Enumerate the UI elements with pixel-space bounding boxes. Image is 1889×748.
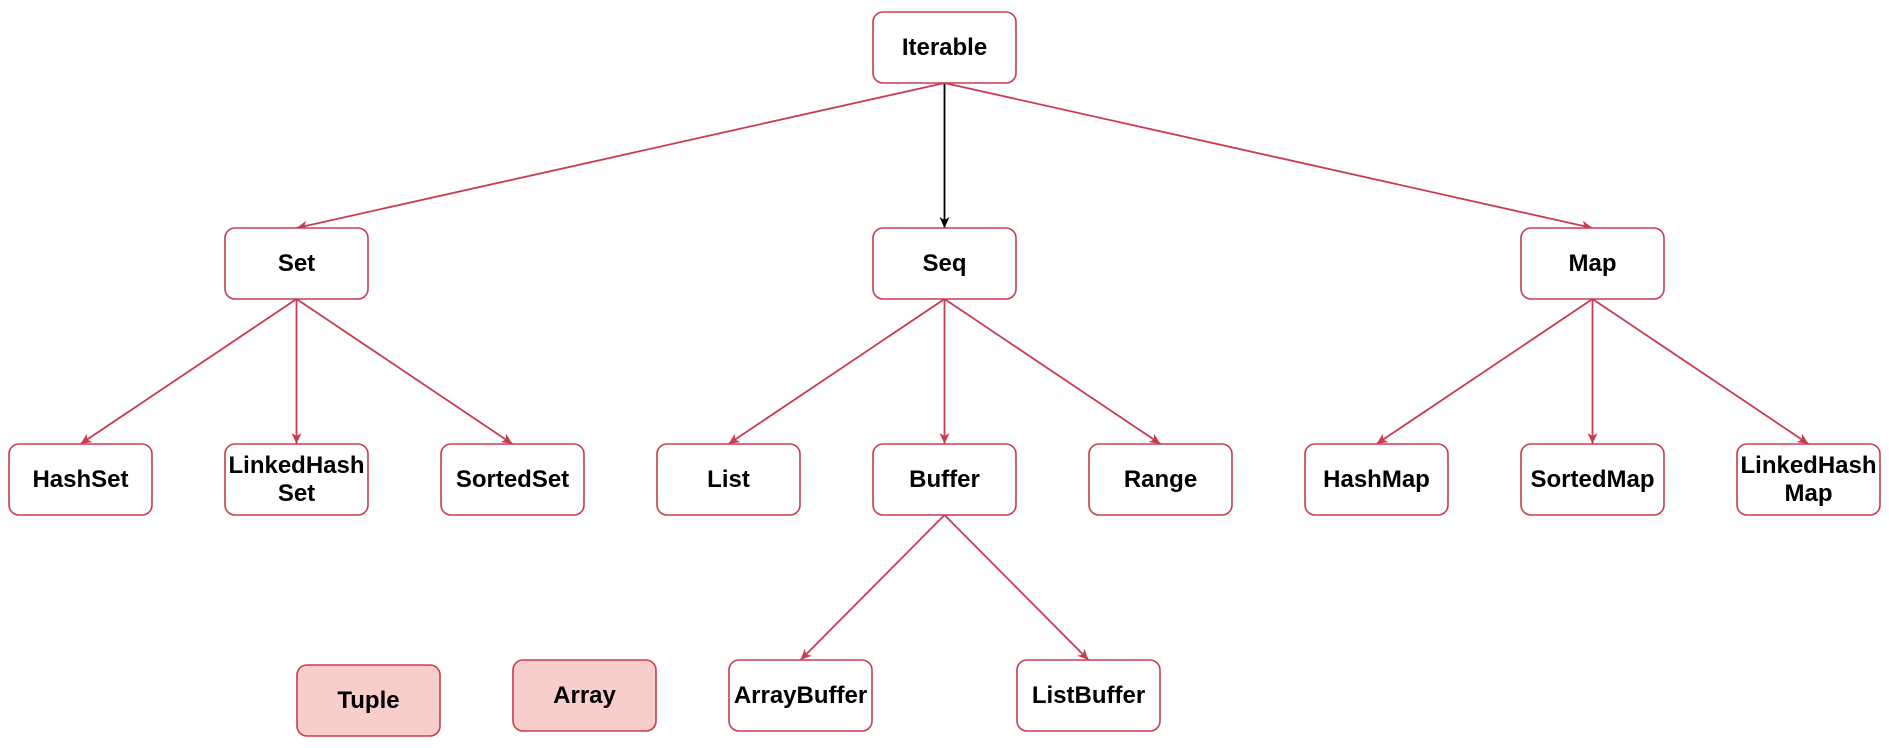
node-label-linkedhashmap-line2: Map <box>1785 480 1833 507</box>
node-label-array: Array <box>553 682 616 709</box>
node-label-list: List <box>707 466 750 493</box>
node-label-seq: Seq <box>922 250 966 277</box>
node-range: Range <box>1088 443 1233 516</box>
node-seq: Seq <box>872 227 1017 300</box>
node-iterable: Iterable <box>872 11 1017 84</box>
node-hashmap: HashMap <box>1304 443 1449 516</box>
node-hashset: HashSet <box>8 443 153 516</box>
node-label-range: Range <box>1124 466 1197 493</box>
node-box-linkedhashmap <box>1736 443 1881 516</box>
edge-set-to-sortedset <box>295 298 514 445</box>
edge-map-to-linkedhashmap <box>1591 298 1810 445</box>
node-label-arraybuffer: ArrayBuffer <box>734 682 867 709</box>
edge-map-to-hashmap <box>1375 298 1594 445</box>
node-box-tuple <box>296 664 441 737</box>
node-label-hashmap: HashMap <box>1323 466 1430 493</box>
node-buffer: Buffer <box>872 443 1017 516</box>
node-list: List <box>656 443 801 516</box>
node-label-buffer: Buffer <box>909 466 980 493</box>
node-set: Set <box>224 227 369 300</box>
node-box-sortedset <box>440 443 585 516</box>
node-tuple: Tuple <box>296 664 441 737</box>
node-box-iterable <box>872 11 1017 84</box>
node-box-range <box>1088 443 1233 516</box>
node-arraybuffer: ArrayBuffer <box>728 659 873 732</box>
node-label-hashset: HashSet <box>32 466 128 493</box>
node-box-list <box>656 443 801 516</box>
node-box-buffer <box>872 443 1017 516</box>
node-box-linkedhashset <box>224 443 369 516</box>
node-label-linkedhashmap-line1: LinkedHash <box>1740 452 1876 479</box>
node-label-tuple: Tuple <box>337 687 399 714</box>
node-label-sortedmap: SortedMap <box>1530 466 1654 493</box>
node-map: Map <box>1520 227 1665 300</box>
node-label-sortedset: SortedSet <box>456 466 569 493</box>
node-listbuffer: ListBuffer <box>1016 659 1161 732</box>
node-array: Array <box>512 659 657 732</box>
edge-iterable-to-map <box>944 82 1593 231</box>
edge-seq-to-range <box>943 298 1162 445</box>
node-box-sortedmap <box>1520 443 1665 516</box>
node-box-hashmap <box>1304 443 1449 516</box>
edge-iterable-to-set <box>296 82 945 231</box>
node-label-linkedhashset-line1: LinkedHash <box>228 452 364 479</box>
node-label-listbuffer: ListBuffer <box>1032 682 1145 709</box>
node-box-hashset <box>8 443 153 516</box>
node-sortedmap: SortedMap <box>1520 443 1665 516</box>
node-box-seq <box>872 227 1017 300</box>
node-label-linkedhashset-line2: Set <box>278 480 315 507</box>
node-box-listbuffer <box>1016 659 1161 732</box>
node-box-set <box>224 227 369 300</box>
node-sortedset: SortedSet <box>440 443 585 516</box>
node-label-map: Map <box>1569 250 1617 277</box>
node-label-iterable: Iterable <box>902 34 987 61</box>
node-box-arraybuffer <box>728 659 873 732</box>
edges <box>79 82 1810 661</box>
edge-buffer-to-arraybuffer <box>799 514 946 661</box>
node-label-set: Set <box>278 250 315 277</box>
node-box-map <box>1520 227 1665 300</box>
node-box-array <box>512 659 657 732</box>
edge-set-to-hashset <box>79 298 298 445</box>
edge-seq-to-list <box>727 298 946 445</box>
edge-buffer-to-listbuffer <box>943 514 1090 661</box>
